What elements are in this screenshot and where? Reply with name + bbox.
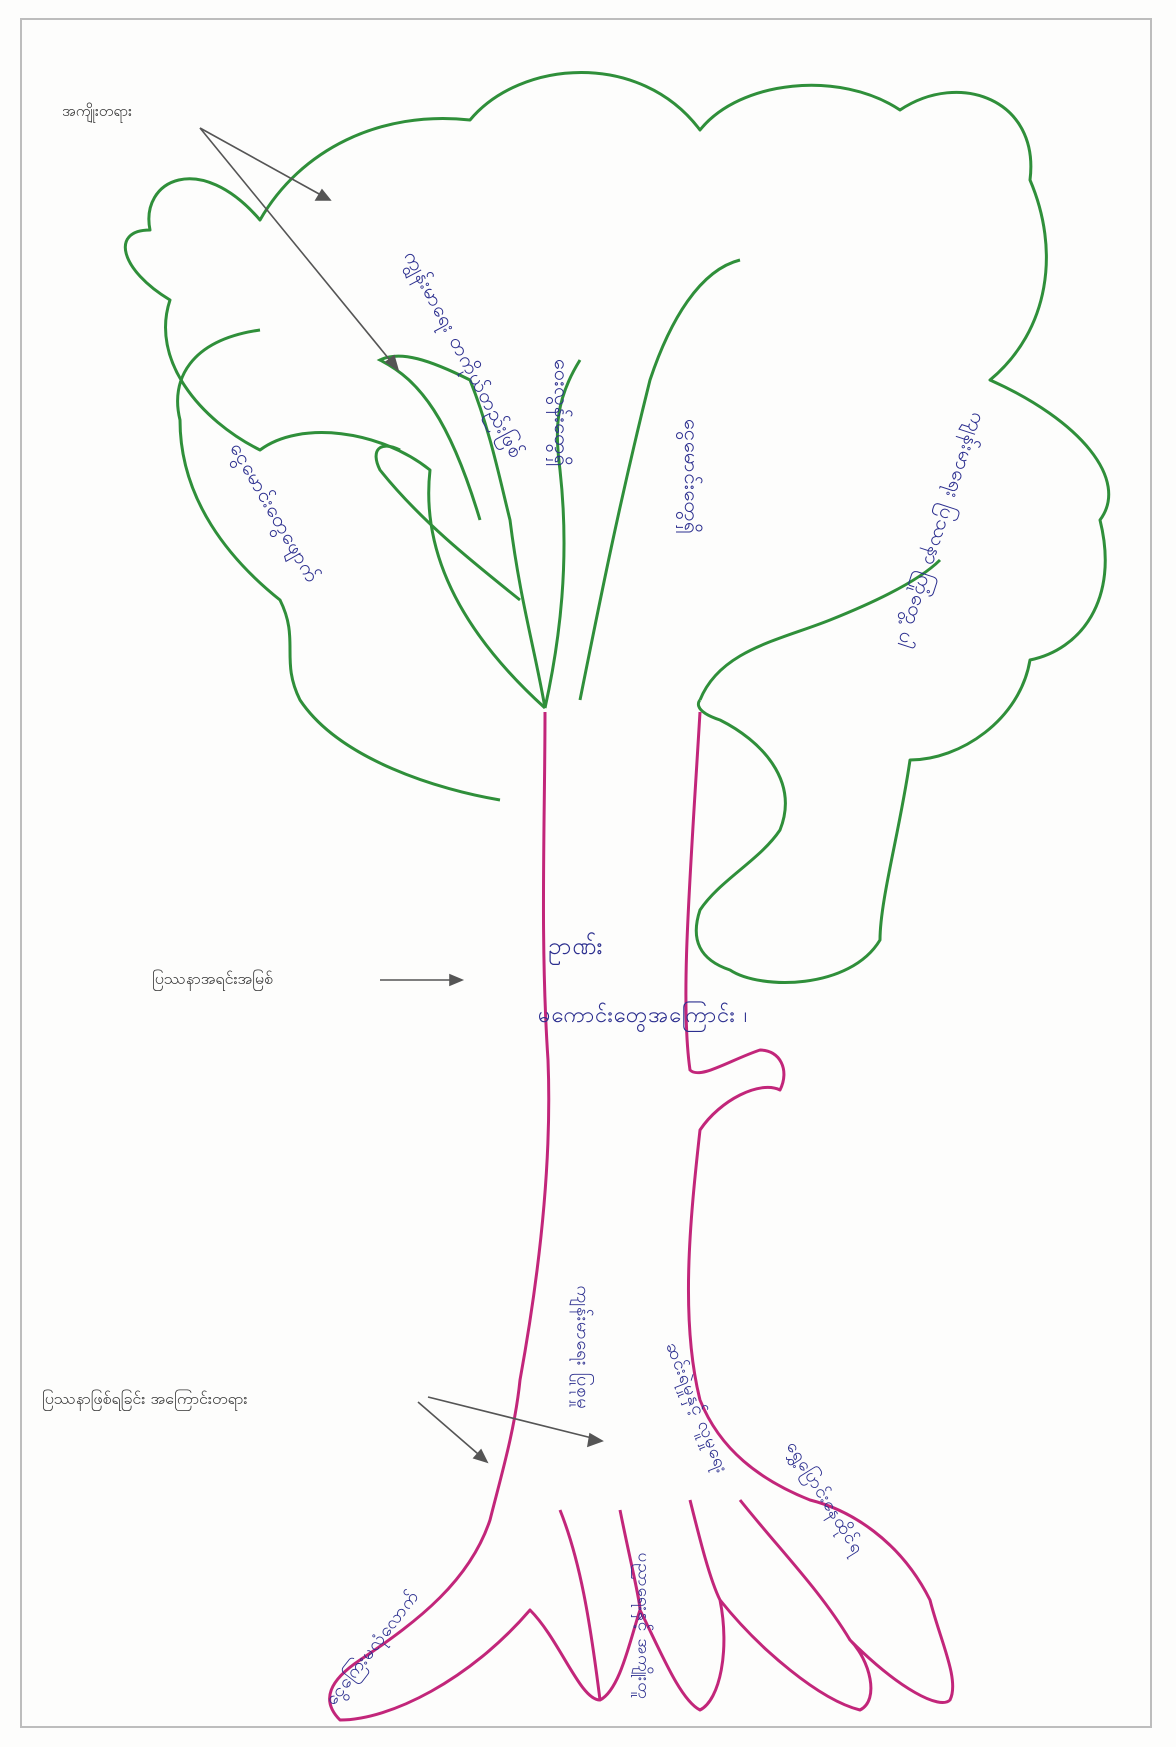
root-text-3: ပညာရေးနှင့် အကျိုးတူ — [633, 1552, 654, 1700]
root-text-2: ကျန်းမာရေး ပြုစုမှု — [572, 1285, 594, 1410]
causes-label: ပြဿနာဖြစ်ရခြင်း အကြောင်းတရား — [42, 1389, 248, 1408]
causes-arrows — [417, 1396, 604, 1464]
root-lines — [558, 1499, 852, 1701]
inner-branch-lines — [374, 258, 942, 709]
page-border — [20, 18, 1152, 1728]
core-problem-label: ပြဿနာအရင်းအမြစ် — [152, 969, 274, 988]
tree-canopy-outline — [123, 71, 1111, 984]
tree-trunk-outline — [328, 711, 955, 1722]
fruits-arrows — [199, 127, 400, 372]
branch-text-2: ဝေးလွန်းတွေရှိ — [550, 359, 574, 468]
branch-text-3: ငွေမောင်းတွေရှိ — [680, 419, 704, 535]
trunk-text-line2: မကောင်းတွေအကြောင်း ၊ — [538, 1003, 749, 1028]
canopy-left-lobe — [176, 328, 501, 802]
trunk-text-line1: ဥာဏ်း — [548, 932, 604, 960]
core-problem-arrow — [380, 973, 465, 987]
fruits-label: အကျိုးတရား — [62, 102, 132, 120]
